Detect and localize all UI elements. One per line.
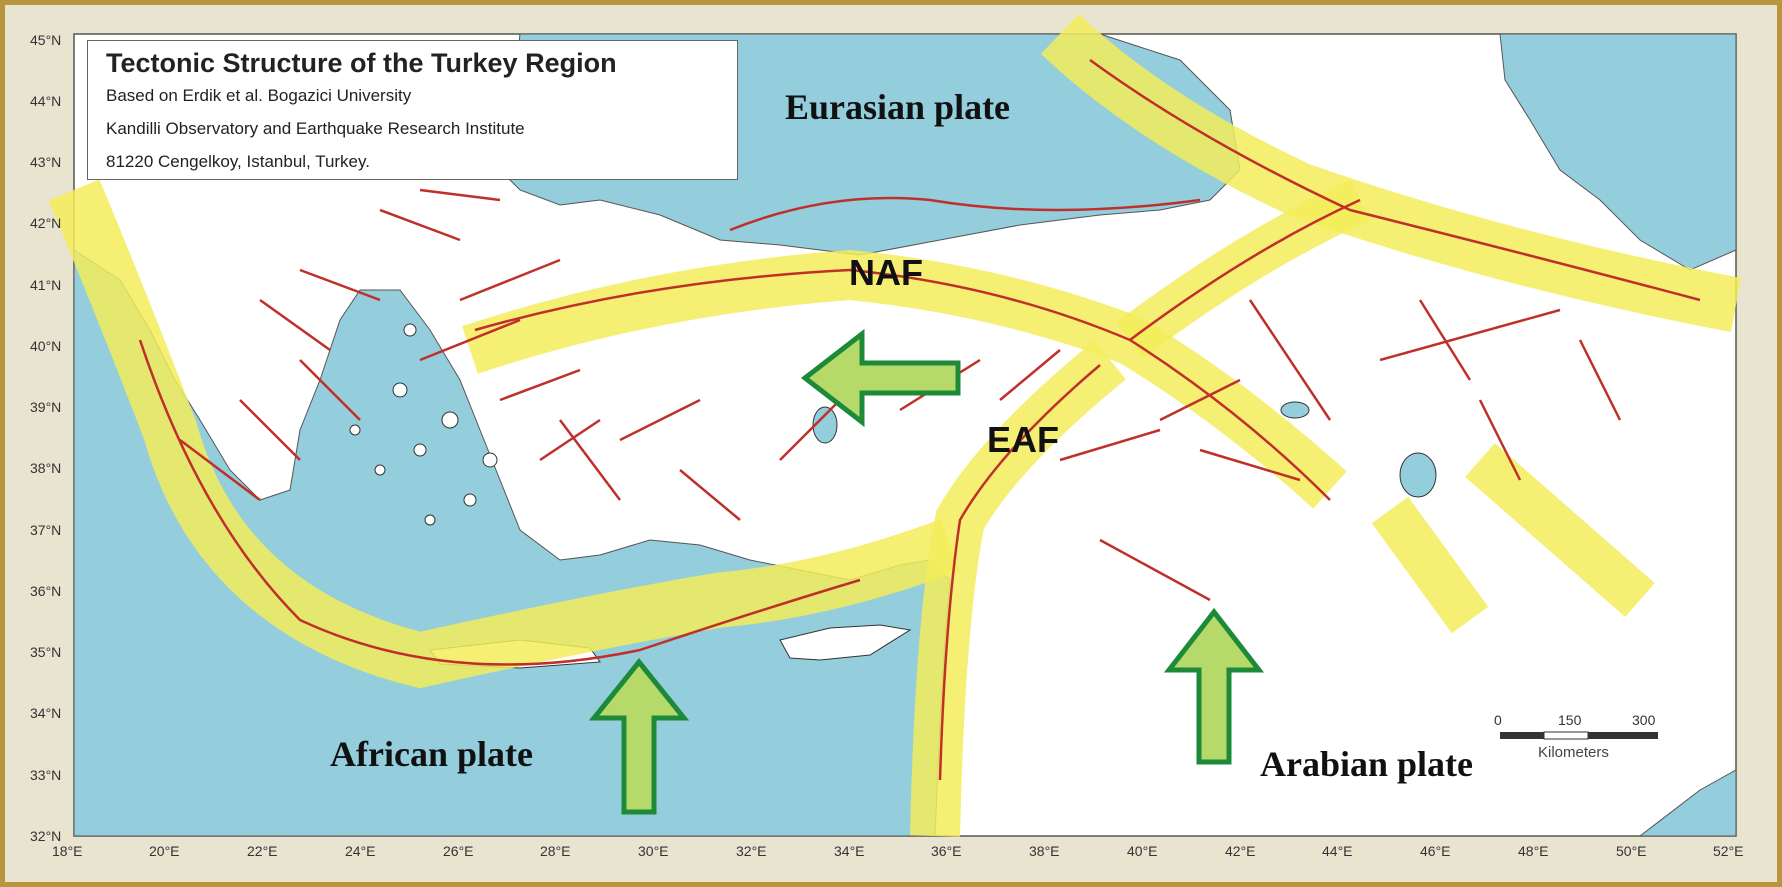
plate-motion-arrows xyxy=(588,328,1265,815)
zagros-zone-2 xyxy=(1465,443,1655,617)
cyprus-island xyxy=(779,624,912,661)
eurasian-plate-label: Eurasian plate xyxy=(785,87,1010,127)
inland-lakes xyxy=(812,401,1437,498)
lon-label-36: 36°E xyxy=(931,843,962,859)
lon-label-50: 50°E xyxy=(1616,843,1647,859)
source-line-3: 81220 Cengelkoy, Istanbul, Turkey. xyxy=(106,152,370,171)
lat-label-33: 33°N xyxy=(30,767,61,783)
title-legend-box: Tectonic Structure of the Turkey Region … xyxy=(87,40,738,180)
zagros-zone xyxy=(1371,496,1489,634)
hellenic-arc-zone xyxy=(48,179,960,689)
source-line-2: Kandilli Observatory and Earthquake Rese… xyxy=(106,119,525,138)
naf-zone xyxy=(462,249,1347,509)
lon-label-52: 52°E xyxy=(1713,843,1744,859)
african-northward-arrow xyxy=(588,658,690,815)
lon-label-26: 26°E xyxy=(443,843,474,859)
african-plate-label: African plate xyxy=(330,734,533,774)
lon-label-24: 24°E xyxy=(345,843,376,859)
arabian-northward-arrow xyxy=(1163,607,1265,765)
caspian-sea xyxy=(1499,33,1737,271)
lat-label-41: 41°N xyxy=(30,277,61,293)
aegean-islands xyxy=(349,323,498,526)
lat-label-44: 44°N xyxy=(30,93,61,109)
persian-gulf xyxy=(1638,769,1737,837)
scale-tick-150: 150 xyxy=(1558,712,1582,728)
scale-legend: 0 150 300 Kilometers xyxy=(1494,712,1664,762)
fault-lines xyxy=(138,58,1701,781)
lat-label-32: 32°N xyxy=(30,828,61,844)
lon-label-20: 20°E xyxy=(149,843,180,859)
map-title: Tectonic Structure of the Turkey Region xyxy=(106,48,617,78)
lat-label-45: 45°N xyxy=(30,32,61,48)
lon-label-38: 38°E xyxy=(1029,843,1060,859)
lat-label-43: 43°N xyxy=(30,154,61,170)
arabian-plate-label: Arabian plate xyxy=(1260,744,1473,784)
lon-label-48: 48°E xyxy=(1518,843,1549,859)
lon-label-32: 32°E xyxy=(736,843,767,859)
lat-label-40: 40°N xyxy=(30,338,61,354)
lon-label-28: 28°E xyxy=(540,843,571,859)
anatolia-westward-arrow xyxy=(800,328,961,428)
lon-label-40: 40°E xyxy=(1127,843,1158,859)
latitude-labels: 45°N 44°N 43°N 42°N 41°N 40°N 39°N 38°N … xyxy=(30,32,61,844)
lat-label-39: 39°N xyxy=(30,399,61,415)
eaf-label: EAF xyxy=(987,419,1059,460)
scale-unit: Kilometers xyxy=(1538,744,1609,761)
scale-bar xyxy=(1500,731,1658,740)
lon-label-42: 42°E xyxy=(1225,843,1256,859)
source-line-1: Based on Erdik et al. Bogazici Universit… xyxy=(106,86,412,105)
scale-tick-0: 0 xyxy=(1494,712,1502,728)
lon-label-46: 46°E xyxy=(1420,843,1451,859)
longitude-labels: 18°E 20°E 22°E 24°E 26°E 28°E 30°E 32°E … xyxy=(52,843,1744,859)
lon-label-34: 34°E xyxy=(834,843,865,859)
lat-label-35: 35°N xyxy=(30,644,61,660)
lat-label-37: 37°N xyxy=(30,522,61,538)
lon-label-44: 44°E xyxy=(1322,843,1353,859)
scale-tick-300: 300 xyxy=(1632,712,1656,728)
naf-label: NAF xyxy=(849,252,923,293)
lat-label-36: 36°N xyxy=(30,583,61,599)
lon-label-30: 30°E xyxy=(638,843,669,859)
lat-label-38: 38°N xyxy=(30,460,61,476)
lon-label-18: 18°E xyxy=(52,843,83,859)
lat-label-42: 42°N xyxy=(30,215,61,231)
lat-label-34: 34°N xyxy=(30,705,61,721)
lon-label-22: 22°E xyxy=(247,843,278,859)
